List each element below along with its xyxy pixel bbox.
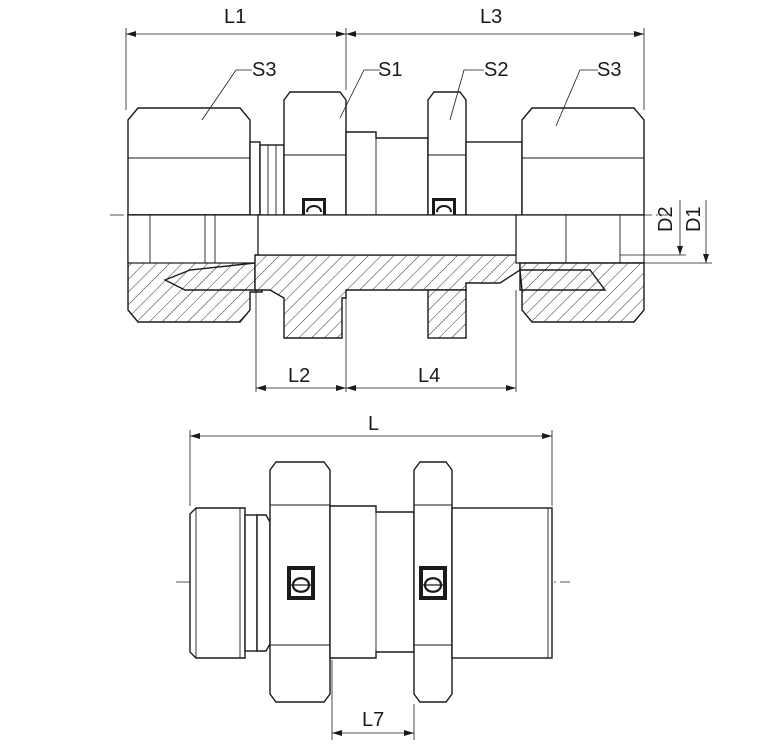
body-section [254,254,521,339]
l1-label: L1 [224,6,246,28]
bottom-body [329,505,415,659]
top-dimensions: L1 L3 S3 S1 S2 S3 D2 D1 L2 L4 [125,6,712,392]
l4-label: L4 [418,365,440,387]
seal-symbol-right [432,198,456,215]
s2-nut-section [427,289,467,339]
seal-symbol-bottom-right [419,566,447,600]
seal-symbol-bottom-left [287,566,315,600]
body-upper [345,131,429,216]
s1-hex-upper [283,91,347,216]
right-nut-upper [521,107,645,216]
top-section-view [110,91,668,339]
s2-label: S2 [484,59,508,81]
s2-hex-upper [427,91,467,216]
left-groove-ring [249,141,261,216]
l3-label: L3 [480,6,502,28]
d1-label: D1 [683,206,705,232]
seal-symbol-left [302,198,326,215]
s3-right-label: S3 [597,59,621,81]
right-thread-end [451,507,553,659]
left-nut-upper [127,107,251,216]
bottom-dimensions: L L7 [189,413,553,740]
left-thread-stub [189,507,246,659]
l2-label: L2 [288,365,310,387]
s3-left-label: S3 [252,59,276,81]
s1-label: S1 [378,59,402,81]
l-label: L [368,413,379,435]
bottom-exterior-view [176,461,570,703]
l7-label: L7 [362,709,384,731]
d2-label: D2 [655,206,677,232]
